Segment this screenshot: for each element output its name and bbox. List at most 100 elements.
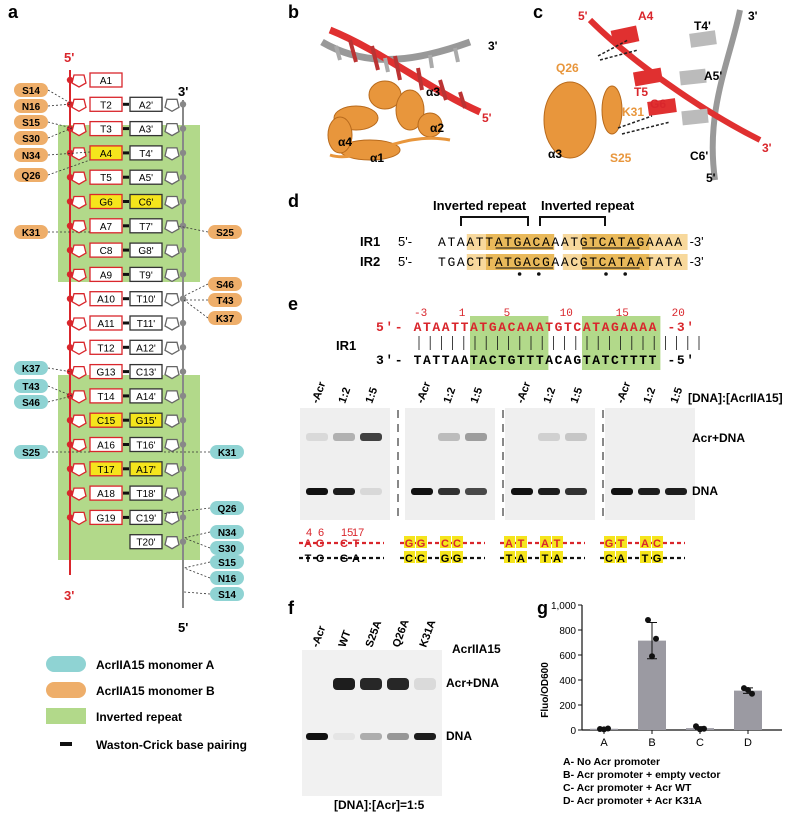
g-legend-item: A- No Acr promoter xyxy=(563,756,660,768)
g-ytick-label: 800 xyxy=(559,626,576,637)
g-point xyxy=(745,687,751,693)
f-band-free xyxy=(387,733,409,740)
phosphate-right xyxy=(179,271,187,278)
wc-pair-mark xyxy=(123,102,129,106)
sugar-left xyxy=(71,438,87,453)
e-band-free xyxy=(638,488,660,495)
d-flank-shade xyxy=(466,234,477,250)
base-left xyxy=(89,509,123,526)
legend-label-monomer-b: AcrIIA15 monomer B xyxy=(96,684,215,698)
d-header-2: Inverted repeat xyxy=(541,198,635,213)
f-title: AcrIIA15 xyxy=(452,642,501,656)
contact-line xyxy=(47,159,91,176)
strand-end-5-top: 5' xyxy=(64,50,74,65)
e-mut-top-base: C xyxy=(453,538,461,550)
e-mut-hl xyxy=(604,551,615,563)
residue-label: N34 xyxy=(22,151,41,162)
phosphate-right xyxy=(179,441,187,448)
e-lane-label: 1:5 xyxy=(469,386,486,405)
phosphate-right xyxy=(179,368,187,375)
residue-pill xyxy=(14,148,48,162)
residue-label: S14 xyxy=(22,86,40,97)
e-gel-3 xyxy=(505,408,595,520)
c-label-C6prime: C6' xyxy=(690,149,708,163)
g-point xyxy=(697,726,703,733)
c-label-5prime-bottom: 5' xyxy=(706,171,716,185)
e-band-complex xyxy=(538,433,560,441)
residue-pill xyxy=(14,83,48,97)
d-flank-shade xyxy=(658,234,669,250)
e-mut-hl xyxy=(640,536,651,548)
sugar-right xyxy=(164,195,180,210)
residue-label: N34 xyxy=(218,528,237,539)
e-mut-hl xyxy=(404,551,415,563)
f-band-complex: Acr+DNA xyxy=(446,676,499,690)
g-ytick-label: 0 xyxy=(570,726,576,737)
legend-swatch-monomer-a xyxy=(46,656,86,672)
panel-label-c: c xyxy=(533,2,543,22)
sugar-left xyxy=(71,341,87,356)
sugar-left xyxy=(71,98,87,113)
base-right xyxy=(129,266,163,283)
base-right xyxy=(129,412,163,428)
sugar-left xyxy=(71,171,87,185)
e-mut-top-base: T xyxy=(518,538,525,550)
e-band-complex xyxy=(360,433,382,441)
sugar-left xyxy=(71,511,87,526)
sugar-right xyxy=(164,463,180,477)
f-ratio-label: [DNA]:[Acr]=1:5 xyxy=(334,798,425,812)
contact-line xyxy=(47,127,73,139)
base-left-label: A16 xyxy=(97,441,115,452)
sugar-left xyxy=(71,122,87,137)
base-left xyxy=(89,218,123,234)
phosphate-left xyxy=(66,514,74,521)
e-band-free xyxy=(611,488,633,495)
phosphate-left xyxy=(66,149,74,157)
e-band-complex xyxy=(306,433,328,441)
base-left xyxy=(89,266,123,283)
contact-line xyxy=(47,395,73,403)
d-dot xyxy=(623,272,627,276)
contact-line xyxy=(47,151,91,156)
wc-pair-mark xyxy=(123,443,129,446)
wc-pair-mark xyxy=(123,224,129,228)
g-bar xyxy=(734,690,762,730)
strand-end-3-bottom: 3' xyxy=(64,588,74,603)
e-mut-bottom-base: G xyxy=(453,553,462,565)
contact-line xyxy=(183,299,209,319)
e-top-strand: 5'- ATAATTATGACAAATGTCATAGAAAA -3' xyxy=(376,320,696,335)
base-right-label: C6' xyxy=(139,198,154,209)
residue-pill xyxy=(210,587,244,601)
e-lane-label: -Acr xyxy=(615,380,634,405)
sugar-left xyxy=(71,365,87,380)
e-mut-bottom-base: A xyxy=(553,553,561,565)
phosphate-right xyxy=(179,319,187,327)
e-position: 10 xyxy=(560,308,573,320)
e-lane-label: 1:2 xyxy=(337,386,354,405)
e-mutant-pos: 4 xyxy=(306,527,312,539)
phosphate-right xyxy=(179,417,187,424)
e-band-free xyxy=(438,488,460,495)
e-gel-1 xyxy=(300,408,390,520)
sugar-right xyxy=(164,390,180,404)
contact-line xyxy=(183,537,211,549)
e-band-complex xyxy=(611,433,633,441)
wc-pair-mark xyxy=(123,491,129,495)
e-mut-hl xyxy=(652,551,663,563)
residue-label: S15 xyxy=(218,558,236,569)
e-mut-bottom-base: C xyxy=(316,553,324,565)
e-mut-bottom-base: A xyxy=(517,553,525,565)
base-left xyxy=(89,388,123,404)
phosphate-right xyxy=(179,344,187,351)
wc-pair-mark xyxy=(123,418,129,422)
panel-label-g: g xyxy=(537,598,548,618)
residue-pill xyxy=(210,501,244,515)
base-left-label: T12 xyxy=(97,343,115,354)
d-ir-shade xyxy=(485,254,555,270)
f-band-complex xyxy=(333,678,355,690)
e-mut-top-base: G xyxy=(316,538,325,550)
phosphate-left xyxy=(66,441,74,448)
base-right xyxy=(129,509,163,526)
